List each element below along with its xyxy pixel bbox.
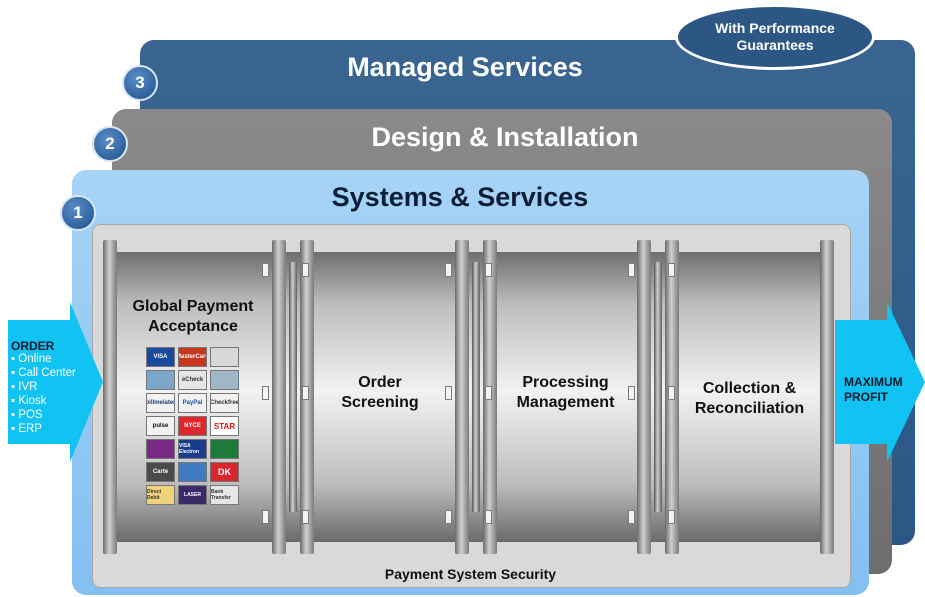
pipe-bolt	[485, 510, 492, 524]
billmelater-icon: billmelater	[146, 393, 175, 413]
generic-card-icon	[210, 347, 239, 367]
pipe-bolt	[668, 386, 675, 400]
profit-line: PROFIT	[844, 390, 888, 404]
order-channel-item: Online	[11, 352, 76, 366]
purple-card-icon	[146, 439, 175, 459]
stage-global-payment-acceptance: Global Payment Acceptance	[118, 297, 268, 337]
pipe-bolt	[262, 510, 269, 524]
pipe-joint-3-ring	[654, 262, 662, 512]
pipe-joint-1-ring	[289, 262, 297, 512]
pipe-bolt	[302, 386, 309, 400]
payment-system-security-label: Payment System Security	[384, 566, 557, 582]
pipe-bolt	[445, 386, 452, 400]
stage-line: Screening	[341, 394, 419, 411]
stage-order-screening: Order Screening	[310, 373, 450, 413]
bank-transfer-icon: Bank Transfer	[210, 485, 239, 505]
order-channels-list: Online Call Center IVR Kiosk POS ERP	[11, 352, 76, 436]
echeck-icon: eCheck	[178, 370, 207, 390]
order-channel-item: IVR	[11, 380, 76, 394]
pipe-bolt	[485, 386, 492, 400]
pipe-bolt	[628, 510, 635, 524]
pipe-bolt	[445, 263, 452, 277]
order-channel-item: Call Center	[11, 366, 76, 380]
stage-collection-reconciliation: Collection & Reconciliation	[677, 379, 822, 419]
performance-line-2: Guarantees	[736, 37, 814, 53]
performance-line-1: With Performance	[715, 20, 835, 36]
pipe-joint-1a	[272, 240, 286, 554]
layer-number-badge-1: 1	[60, 195, 96, 231]
design-installation-title: Design & Installation	[371, 122, 639, 152]
order-title: ORDER	[11, 339, 55, 353]
managed-services-title: Managed Services	[347, 52, 583, 82]
laser-icon: LASER	[178, 485, 207, 505]
pipe-bolt	[628, 386, 635, 400]
stage-line: Processing	[522, 374, 609, 391]
carte-icon: Carte	[146, 462, 175, 482]
paypal-icon: PayPal	[178, 393, 207, 413]
pulse-icon: pulse	[146, 416, 175, 436]
maximum-profit-label: MAXIMUM PROFIT	[844, 375, 903, 405]
order-channel-item: POS	[11, 408, 76, 422]
stage-line: Global Payment	[132, 298, 254, 315]
generic-card-icon	[210, 370, 239, 390]
profit-line: MAXIMUM	[844, 375, 903, 389]
systems-services-title: Systems & Services	[331, 182, 589, 212]
pipe-flange-right	[820, 240, 834, 554]
pipe-bolt	[262, 386, 269, 400]
pipe-bolt	[485, 263, 492, 277]
pipe-bolt	[628, 263, 635, 277]
layer-number-badge-2: 2	[92, 126, 128, 162]
star-icon: STAR	[210, 416, 239, 436]
stage-line: Management	[516, 394, 615, 411]
profit-arrow-shape	[835, 302, 925, 462]
direct-debit-icon: Direct Debit	[146, 485, 175, 505]
visa-card-icon: VISA	[146, 347, 175, 367]
stage-line: Collection &	[702, 380, 797, 397]
stage-processing-management: Processing Management	[493, 373, 638, 413]
pipe-joint-3a	[637, 240, 651, 554]
bank-card-icon	[146, 370, 175, 390]
pipe-bolt	[302, 263, 309, 277]
stage-line: Reconciliation	[694, 400, 805, 417]
pipe-bolt	[302, 510, 309, 524]
nyce-icon: NYCE	[178, 416, 207, 436]
performance-guarantees-bubble: With Performance Guarantees	[675, 4, 875, 70]
pipe-bolt	[262, 263, 269, 277]
dk-icon: DK	[210, 462, 239, 482]
pipe-flange-left	[103, 240, 117, 554]
checkfree-icon: Checkfree	[210, 393, 239, 413]
pipe-joint-2a	[455, 240, 469, 554]
pipe-joint-2-ring	[472, 262, 480, 512]
mastercard-icon: MasterCard	[178, 347, 207, 367]
stage-line: Order	[358, 374, 402, 391]
blue-card-icon	[178, 462, 207, 482]
pipe-bolt	[668, 510, 675, 524]
layer-number-badge-3: 3	[122, 65, 158, 101]
green-card-icon	[210, 439, 239, 459]
stage-line: Acceptance	[148, 318, 238, 335]
pipe-bolt	[445, 510, 452, 524]
order-channel-item: Kiosk	[11, 394, 76, 408]
visa-electron-icon: VISA Electron	[178, 439, 207, 459]
profit-arrow-polygon	[835, 302, 925, 462]
order-channel-item: ERP	[11, 422, 76, 436]
pipe-bolt	[668, 263, 675, 277]
